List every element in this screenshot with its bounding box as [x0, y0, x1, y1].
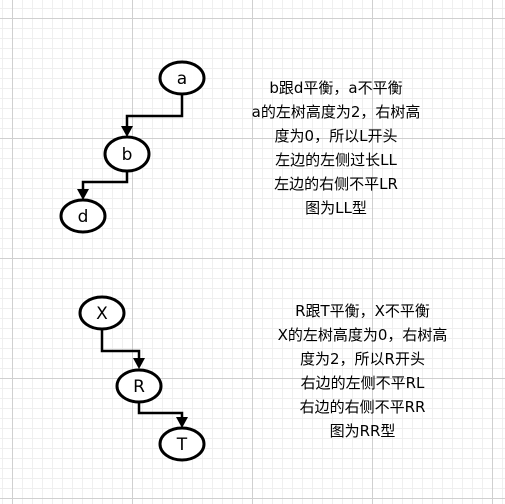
edge-a-to-b — [125, 94, 184, 127]
arrow-head-to-d — [77, 189, 89, 200]
node-t: T — [158, 426, 206, 462]
node-d: d — [59, 198, 107, 234]
arrow-head-to-b — [121, 126, 133, 137]
node-r-label: R — [133, 377, 145, 397]
arrow-head-to-r — [133, 358, 145, 369]
rr-description-line-3: 度为2，所以R开头 — [300, 350, 425, 368]
node-b: b — [103, 135, 151, 173]
node-r: R — [115, 368, 163, 404]
ll-description-line-6: 图为LL型 — [305, 199, 367, 217]
node-a-label: a — [177, 69, 187, 89]
edge-b-to-d — [81, 171, 129, 190]
node-b-label: b — [122, 145, 133, 165]
ll-description-line-5: 左边的右侧不平LR — [274, 175, 398, 193]
ll-description-line-4: 左边的左侧过长LL — [275, 151, 397, 169]
rr-description-line-2: X的左树高度为0，右树高 — [277, 326, 448, 344]
rr-description-line-5: 右边的右侧不平RR — [299, 398, 426, 416]
node-x-label: X — [96, 304, 108, 324]
node-a: a — [158, 60, 206, 96]
edge-x-to-r — [100, 329, 141, 359]
node-t-label: T — [176, 435, 188, 455]
node-x: X — [78, 295, 126, 331]
rr-description-line-4: 右边的左侧不平RL — [300, 374, 425, 392]
ll-description-line-2: a的左树高度为2，右树高 — [251, 103, 421, 121]
ll-description-line-3: 度为0，所以L开头 — [274, 127, 398, 145]
rr-description-line-6: 图为RR型 — [329, 422, 396, 440]
node-d-label: d — [78, 207, 89, 227]
rr-description: R跟T平衡，X不平衡 X的左树高度为0，右树高 度为2，所以R开头 右边的左侧不… — [250, 299, 475, 443]
ll-description: b跟d平衡，a不平衡 a的左树高度为2，右树高 度为0，所以L开头 左边的左侧过… — [232, 76, 440, 220]
arrow-head-to-t — [176, 417, 188, 428]
ll-description-line-1: b跟d平衡，a不平衡 — [269, 79, 403, 97]
rr-description-line-1: R跟T平衡，X不平衡 — [295, 302, 430, 320]
edge-r-to-t — [137, 402, 184, 418]
